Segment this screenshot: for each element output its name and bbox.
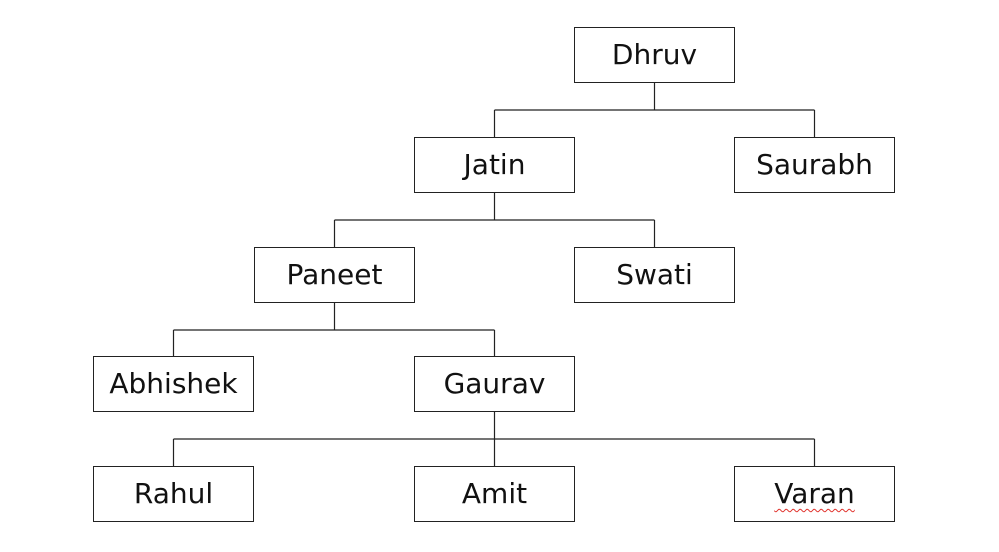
node-jatin: Jatin xyxy=(414,137,575,193)
node-saurabh: Saurabh xyxy=(734,137,895,193)
node-swati-label: Swati xyxy=(616,258,693,291)
node-swati: Swati xyxy=(574,247,735,303)
node-amit-label: Amit xyxy=(461,477,528,510)
node-varan: Varan xyxy=(734,466,895,522)
node-gaurav: Gaurav xyxy=(414,356,575,412)
node-amit: Amit xyxy=(414,466,575,522)
node-paneet-label: Paneet xyxy=(286,258,383,291)
node-abhishek-label: Abhishek xyxy=(109,367,238,400)
node-dhruv: Dhruv xyxy=(574,27,735,83)
node-gaurav-label: Gaurav xyxy=(443,367,546,400)
node-jatin-label: Jatin xyxy=(463,148,526,181)
node-paneet: Paneet xyxy=(254,247,415,303)
node-saurabh-label: Saurabh xyxy=(756,148,873,181)
node-rahul: Rahul xyxy=(93,466,254,522)
node-rahul-label: Rahul xyxy=(133,477,214,510)
node-abhishek: Abhishek xyxy=(93,356,254,412)
node-dhruv-label: Dhruv xyxy=(611,38,698,71)
node-varan-label: Varan xyxy=(774,477,855,510)
